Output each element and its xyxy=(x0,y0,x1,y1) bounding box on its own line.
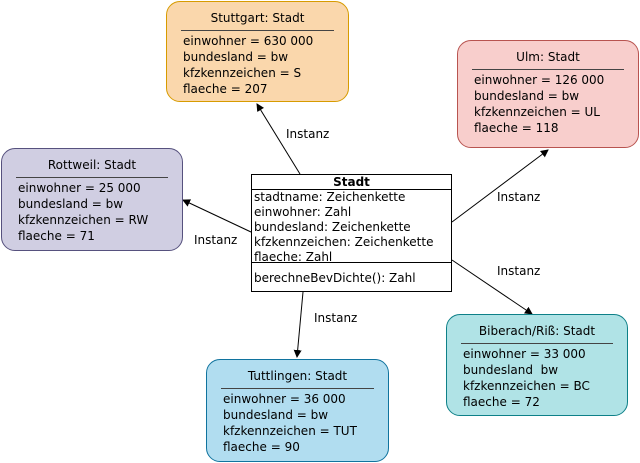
arrow-to-tuttlingen xyxy=(293,291,304,358)
object-attributes: einwohner = 36 000 bundesland = bw kfzke… xyxy=(207,391,388,455)
object-ulm: Ulm: Stadt einwohner = 126 000 bundeslan… xyxy=(457,40,639,148)
attribute: kfzkennzeichen = UL xyxy=(474,105,600,119)
class-operations: berechneBevDichte(): Zahl xyxy=(252,263,451,286)
attribute: flaeche = 72 xyxy=(463,395,540,409)
object-attributes: einwohner = 33 000 bundesland bw kfzkenn… xyxy=(447,346,627,410)
class-attribute: kfzkennzeichen: Zeichenkette xyxy=(254,235,434,249)
attribute: bundesland = bw xyxy=(474,89,580,103)
object-title: Tuttlingen: Stadt xyxy=(247,369,348,383)
class-operation: berechneBevDichte(): Zahl xyxy=(254,271,416,285)
object-title: Biberach/Riß: Stadt xyxy=(478,324,596,338)
object-tuttlingen: Tuttlingen: Stadt einwohner = 36 000 bun… xyxy=(206,359,389,462)
arrow-to-ulm xyxy=(451,149,549,223)
attribute: kfzkennzeichen = TUT xyxy=(223,424,357,438)
attribute: kfzkennzeichen = RW xyxy=(18,213,149,227)
attribute: einwohner = 126 000 xyxy=(474,73,605,87)
class-attribute: bundesland: Zeichenkette xyxy=(254,220,411,234)
object-rottweil: Rottweil: Stadt einwohner = 25 000 bunde… xyxy=(1,148,183,251)
attribute: flaeche = 71 xyxy=(18,229,95,243)
attribute: einwohner = 25 000 xyxy=(18,181,141,195)
attribute: kfzkennzeichen = S xyxy=(183,66,302,80)
attribute: bundesland bw xyxy=(463,363,559,377)
class-attribute: flaeche: Zahl xyxy=(254,250,333,264)
attribute: kfzkennzeichen = BC xyxy=(463,379,590,393)
attribute: bundesland = bw xyxy=(18,197,124,211)
divider xyxy=(472,69,624,70)
object-attributes: einwohner = 25 000 bundesland = bw kfzke… xyxy=(2,180,182,244)
edge-label-biberach: Instanz xyxy=(497,264,541,278)
attribute: bundesland = bw xyxy=(223,408,329,422)
divider xyxy=(181,30,334,31)
class-stadt: Stadt stadtname: Zeichenkette einwohner:… xyxy=(251,174,452,292)
divider xyxy=(16,177,168,178)
object-attributes: einwohner = 126 000 bundesland = bw kfzk… xyxy=(458,72,638,136)
attribute: flaeche = 118 xyxy=(474,121,559,135)
class-attribute: einwohner: Zahl xyxy=(254,205,352,219)
class-name: Stadt xyxy=(252,175,451,190)
attribute: einwohner = 36 000 xyxy=(223,392,346,406)
object-attributes: einwohner = 630 000 bundesland = bw kfzk… xyxy=(167,33,348,97)
object-title: Ulm: Stadt xyxy=(516,50,580,64)
attribute: flaeche = 207 xyxy=(183,82,268,96)
attribute: bundesland = bw xyxy=(183,50,289,64)
edge-label-ulm: Instanz xyxy=(497,190,541,204)
arrow-to-stuttgart xyxy=(256,103,301,175)
edge-label-tuttlingen: Instanz xyxy=(314,311,358,325)
object-title: Stuttgart: Stadt xyxy=(210,11,305,25)
object-stuttgart: Stuttgart: Stadt einwohner = 630 000 bun… xyxy=(166,1,349,102)
divider xyxy=(461,343,613,344)
class-attributes: stadtname: Zeichenkette einwohner: Zahl … xyxy=(252,190,451,264)
attribute: einwohner = 630 000 xyxy=(183,34,314,48)
arrow-to-rottweil xyxy=(182,199,252,233)
edge-label-rottweil: Instanz xyxy=(194,233,238,247)
object-title: Rottweil: Stadt xyxy=(47,158,137,172)
class-attribute: stadtname: Zeichenkette xyxy=(254,190,406,204)
edge-label-stuttgart: Instanz xyxy=(286,127,330,141)
attribute: einwohner = 33 000 xyxy=(463,347,586,361)
attribute: flaeche = 90 xyxy=(223,440,300,454)
arrow-to-biberach xyxy=(451,259,533,315)
divider xyxy=(221,388,374,389)
object-biberach: Biberach/Riß: Stadt einwohner = 33 000 b… xyxy=(446,314,628,416)
